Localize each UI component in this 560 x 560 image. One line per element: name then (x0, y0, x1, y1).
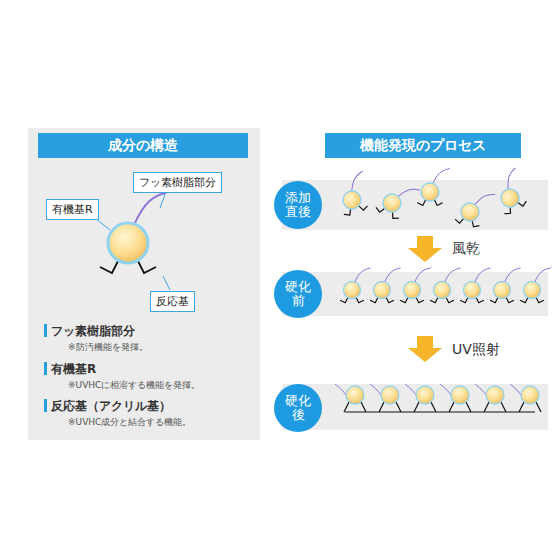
node-text: 成分の構造 (108, 137, 178, 155)
molecule (490, 268, 521, 303)
node-text: 機能発現のプロセス (360, 137, 486, 155)
callout-box: 反応基 (150, 291, 195, 312)
list-heading: 反応基（アクリル基） (51, 398, 171, 415)
molecule (370, 268, 401, 303)
molecule (487, 168, 534, 216)
molecule (460, 268, 491, 303)
process-arrows (408, 236, 442, 362)
node-text: 硬化前 (285, 280, 311, 309)
list-heading: フッ素樹脂部分 (51, 323, 135, 340)
step-circle: 硬化前 (274, 270, 322, 318)
node-text: 硬化後 (285, 394, 311, 423)
molecule (100, 191, 172, 273)
section-tab: 機能発現のプロセス (325, 133, 521, 158)
molecule (375, 176, 420, 223)
list-markers (44, 324, 47, 412)
list-heading: 有機基R (51, 361, 96, 378)
list-note: ※UVHC成分と結合する機能。 (68, 416, 191, 429)
list-note: ※UVHCに相溶する機能を発揮。 (68, 379, 200, 392)
step-circle: 添加直後 (274, 181, 322, 229)
process-label: 風乾 (452, 240, 480, 258)
callout-box: フッ素樹脂部分 (133, 172, 222, 193)
process-label: UV照射 (452, 341, 500, 359)
molecule (520, 268, 551, 303)
node-text: フッ素樹脂部分 (139, 175, 216, 190)
leader-lines (96, 194, 170, 290)
molecule (454, 186, 495, 230)
molecule (400, 268, 431, 303)
node-text: 添加直後 (285, 191, 311, 220)
molecule (417, 169, 449, 206)
node-text: 反応基 (156, 294, 189, 309)
molecules (100, 168, 551, 412)
list-note: ※防汚機能を発揮。 (68, 341, 148, 354)
step-circle: 硬化後 (274, 384, 322, 432)
section-tab: 成分の構造 (38, 133, 248, 158)
left-panel (28, 128, 260, 440)
callout-box: 有機基R (46, 199, 99, 220)
molecule (340, 268, 371, 303)
molecule (332, 171, 375, 217)
node-text: 有機基R (52, 202, 93, 217)
molecule (430, 268, 461, 303)
